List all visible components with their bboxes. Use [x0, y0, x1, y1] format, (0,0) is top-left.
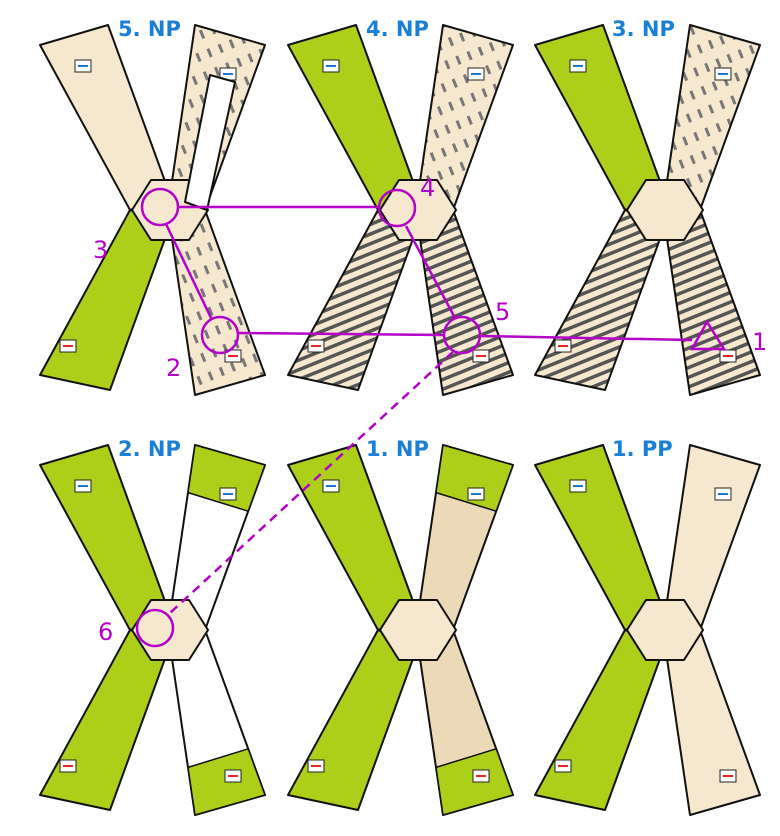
floor-title-4np: 4. NP	[366, 17, 429, 41]
route-line	[404, 225, 457, 319]
marker-label-4: 4	[420, 174, 435, 202]
marker-label-3: 3	[93, 236, 108, 264]
marker-circle	[140, 187, 180, 227]
light-well	[184, 74, 236, 211]
marker-circle	[135, 608, 175, 648]
route-overlay	[135, 187, 727, 648]
plan-3np-atrium	[626, 179, 704, 241]
plan-2np-core-tr	[187, 444, 266, 512]
marker-circle	[200, 315, 240, 355]
marker-triangle	[689, 319, 727, 351]
route-line	[237, 331, 445, 337]
floor-title-2np: 2. NP	[118, 437, 181, 461]
floor-title-1np: 1. NP	[366, 437, 429, 461]
marker-circle	[442, 315, 482, 355]
marker-label-6: 6	[98, 618, 113, 646]
route-dashed-line	[169, 351, 454, 614]
floor-title-5np: 5. NP	[118, 17, 181, 41]
floor-plans	[39, 24, 761, 816]
route-line	[164, 223, 214, 321]
marker-label-2: 2	[166, 354, 181, 382]
plan-1np-core-tr	[435, 444, 514, 512]
plan-1pp-atrium	[626, 599, 704, 661]
plan-1np-atrium	[379, 599, 457, 661]
marker-circle	[377, 188, 417, 228]
marker-label-1: 1	[752, 328, 767, 356]
floor-title-1pp: 1. PP	[612, 437, 673, 461]
floor-title-3np: 3. NP	[612, 17, 675, 41]
route-line	[479, 334, 693, 342]
marker-label-5: 5	[495, 298, 510, 326]
